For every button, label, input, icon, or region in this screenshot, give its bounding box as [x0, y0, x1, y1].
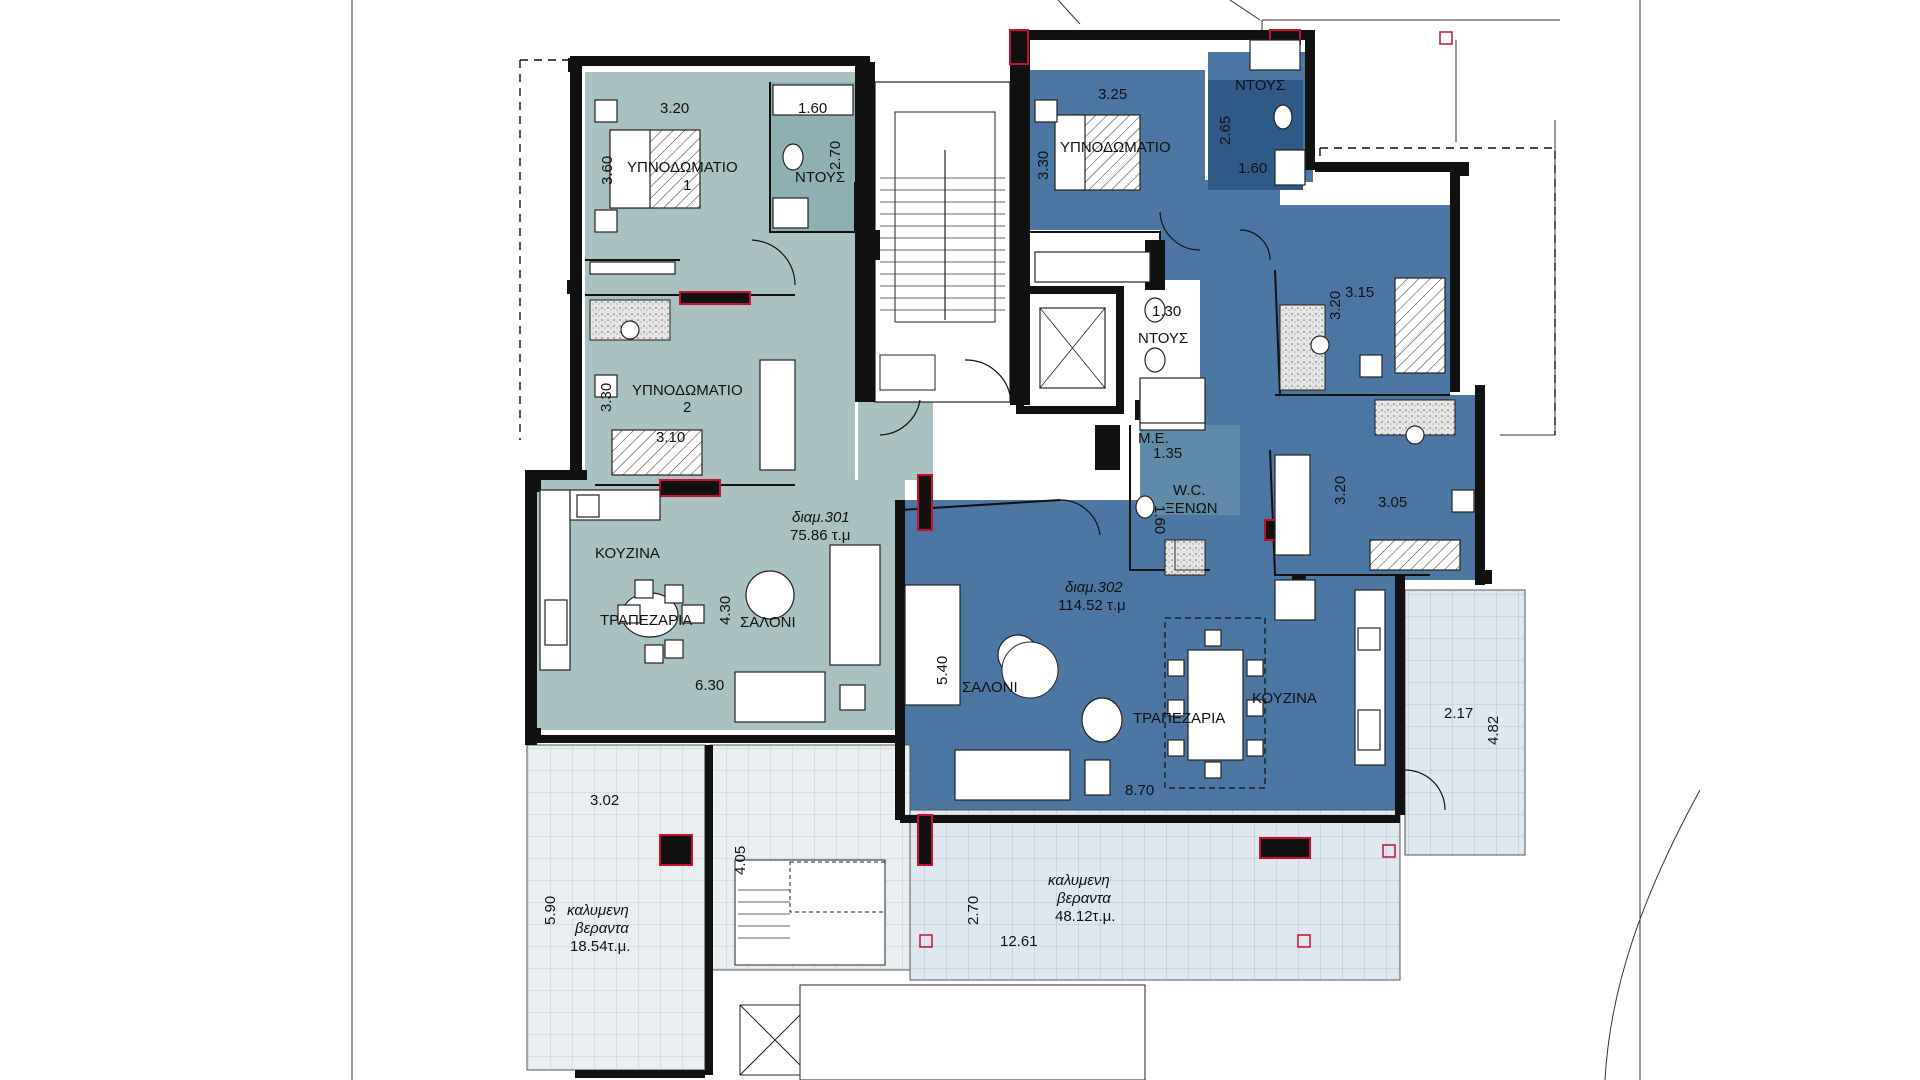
unit301-name: διαμ.301 [792, 509, 850, 526]
bath301-height: 2.70 [827, 141, 844, 170]
veranda-left-height: 5.90 [542, 896, 559, 925]
bedmain-width: 3.25 [1098, 86, 1127, 103]
veranda-main-height: 2.70 [965, 896, 982, 925]
unit302-living-h: 5.40 [934, 656, 951, 685]
bedc-height: 3.20 [1332, 476, 1349, 505]
bath301-label: ΝΤΟΥΣ [795, 169, 845, 186]
ensuite-width: 1.60 [1238, 160, 1267, 177]
balcony-height: 4.82 [1485, 716, 1502, 745]
unit302-width: 8.70 [1125, 782, 1154, 799]
wc-label-2: ΞΕΝΩΝ [1165, 500, 1218, 517]
bedmain-label: ΥΠΝΟΔΩΜΑΤΙΟ [1060, 139, 1171, 156]
overhang-outline [519, 59, 1556, 440]
bedb-width: 3.15 [1345, 284, 1374, 301]
balcony-width: 2.17 [1444, 705, 1473, 722]
bed2-number: 2 [683, 399, 691, 416]
unit302-area: 114.52 τ.μ [1058, 597, 1126, 614]
furniture [589, 99, 1475, 576]
veranda-left-area: 18.54τ.μ. [570, 938, 630, 955]
ensuite-label: ΝΤΟΥΣ [1235, 77, 1285, 94]
veranda-main-label-1: καλυμενη [1048, 872, 1110, 889]
veranda-main-width: 12.61 [1000, 933, 1038, 950]
kitchen-counters [539, 489, 1386, 766]
unit301-living: ΣΑΛΟΝΙ [740, 614, 796, 631]
bedc-width: 3.05 [1378, 494, 1407, 511]
lower-stair [734, 859, 1146, 1080]
stair-dimension: 4.05 [732, 846, 749, 875]
unit301-kitchen: ΚΟΥΖΙΝΑ [595, 545, 660, 562]
veranda-left-width: 3.02 [590, 792, 619, 809]
bath302-width: 1.30 [1152, 303, 1181, 320]
me-label: Μ.Ε. [1138, 430, 1169, 447]
bed2-height: 3.30 [598, 383, 615, 412]
bath301-width: 1.60 [798, 100, 827, 117]
veranda-left-label-2: βεραντα [574, 920, 629, 937]
bed1-height: 3.60 [599, 156, 616, 185]
unit302-kitchen: ΚΟΥΖΙΝΑ [1252, 690, 1317, 707]
bath302-label: ΝΤΟΥΣ [1138, 330, 1188, 347]
bed1-label: ΥΠΝΟΔΩΜΑΤΙΟ [627, 159, 738, 176]
unit301-living-h: 4.30 [717, 596, 734, 625]
bed1-width: 3.20 [660, 100, 689, 117]
unit302-dining: ΤΡΑΠΕΖΑΡΙΑ [1133, 710, 1225, 727]
unit302-name: διαμ.302 [1065, 579, 1123, 596]
bedb-height: 3.20 [1327, 291, 1344, 320]
unit302-living: ΣΑΛΟΝΙ [962, 679, 1018, 696]
unit301-dining: ΤΡΑΠΕΖΑΡΙΑ [600, 612, 692, 629]
veranda-main-label-2: βεραντα [1056, 890, 1111, 907]
exterior-walls [525, 30, 1485, 1078]
veranda-left-label-1: καλυμενη [567, 902, 629, 919]
ensuite-height: 2.65 [1217, 116, 1234, 145]
veranda-main-area: 48.12τ.μ. [1055, 908, 1115, 925]
unit302-living-furniture [904, 584, 1266, 801]
door-swings [751, 211, 1446, 811]
wc-label: W.C. [1173, 482, 1206, 499]
beds [609, 114, 1461, 571]
unit301-living-w: 6.30 [695, 677, 724, 694]
bed2-width: 3.10 [656, 429, 685, 446]
sanitary-fixtures [772, 39, 1306, 571]
stair-core [874, 81, 1124, 414]
bed2-label: ΥΠΝΟΔΩΜΑΤΙΟ [632, 382, 743, 399]
me-width: 1.35 [1153, 445, 1182, 462]
wc-height: 1.60 [1151, 505, 1168, 534]
bedmain-height: 3.30 [1035, 151, 1052, 180]
unit301-living-furniture [617, 544, 881, 723]
unit301-area: 75.86 τ.μ [790, 527, 850, 544]
bed1-number: 1 [683, 177, 691, 194]
